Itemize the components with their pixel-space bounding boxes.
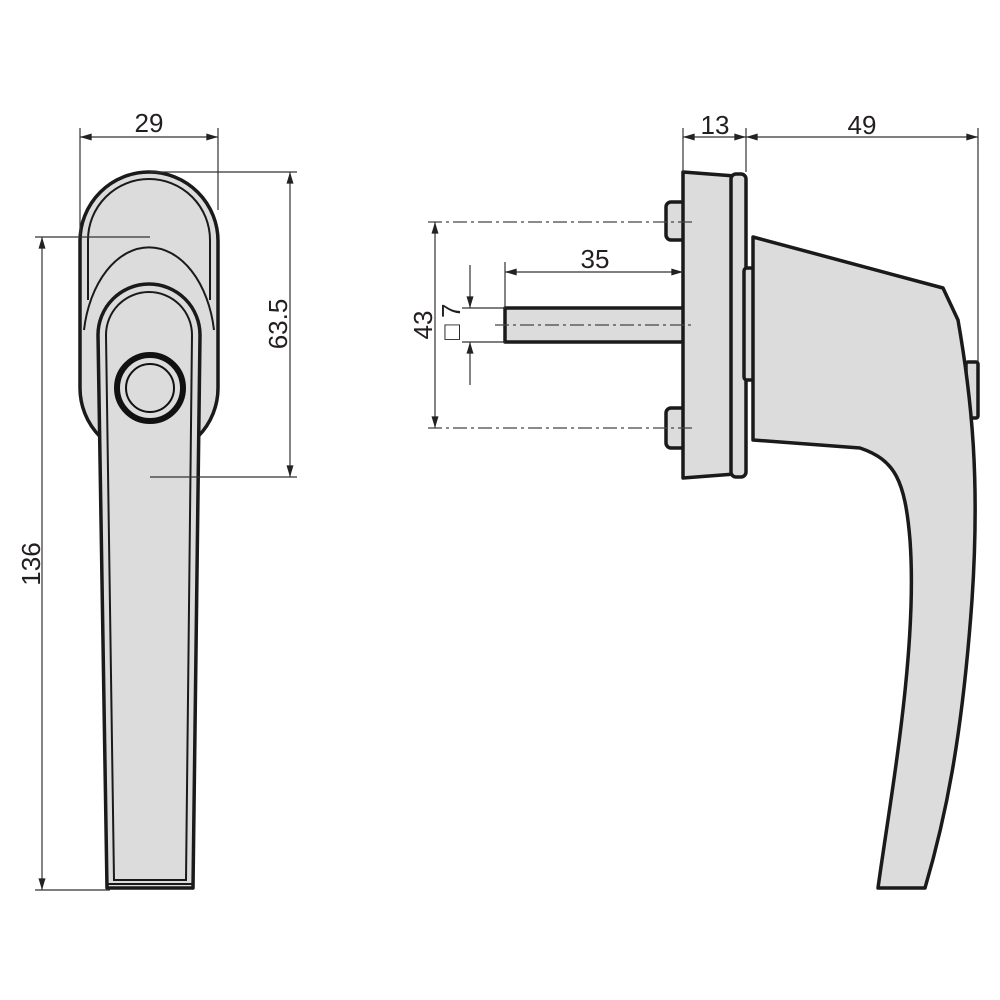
dim-width-label: 29 (135, 108, 164, 138)
handle-lever-side (751, 235, 977, 890)
dim-rosette-depth-label: 13 (701, 110, 730, 140)
side-view: 13 49 43 35 □ 7 (408, 110, 980, 890)
handle-lever-front (96, 282, 202, 890)
dim-screw-spacing-label: 43 (408, 311, 438, 340)
dim-total-height-label: 136 (16, 542, 46, 585)
front-view: 29 63.5 136 (16, 108, 297, 891)
dim-handle-projection-label: 49 (848, 110, 877, 140)
dim-spindle-square-symbol: □ (436, 324, 466, 340)
dim-spindle-square-label: 7 (436, 304, 466, 318)
rosette-top-arc (83, 246, 215, 331)
handle-lever-inner (104, 291, 194, 881)
dim-spindle-length-label: 35 (581, 244, 610, 274)
lock-core (125, 363, 175, 413)
rosette-inner-outline (87, 178, 211, 300)
dim-rosette-height-label: 63.5 (263, 299, 293, 350)
